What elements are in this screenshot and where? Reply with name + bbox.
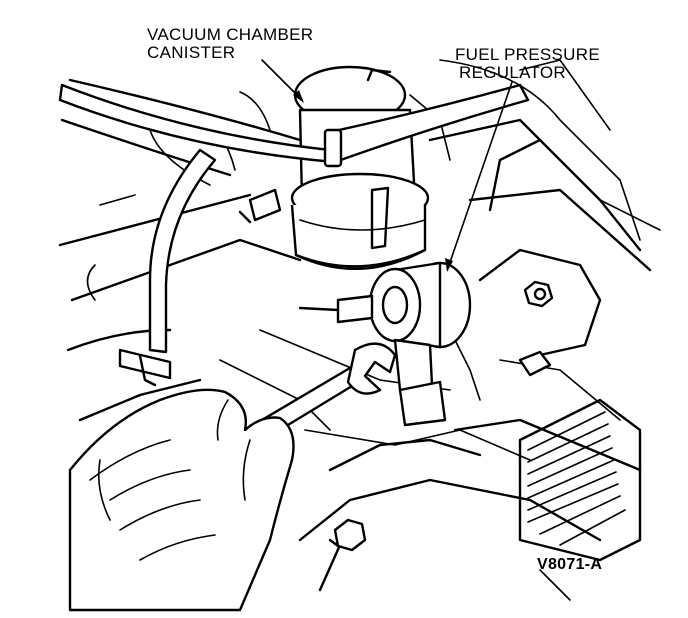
fuel-label-line1: FUEL PRESSURE: [455, 45, 600, 64]
vacuum-label-line2: CANISTER: [147, 43, 236, 62]
ribbed-cylinder: [518, 398, 642, 562]
figure-code-label: V8071-A: [537, 556, 603, 573]
hose-clamp: [118, 348, 172, 387]
vacuum-chamber-canister-label: VACUUM CHAMBER CANISTER: [147, 26, 313, 62]
fuel-pressure-regulator: [298, 261, 472, 427]
vacuum-hose: [58, 83, 530, 354]
vacuum-label-line1: VACUUM CHAMBER: [147, 25, 314, 44]
fuel-pressure-regulator-label: FUEL PRESSURE REGULATOR: [455, 46, 600, 82]
leader-lines: [261, 59, 513, 272]
fuel-label-line2: REGULATOR: [459, 63, 566, 82]
hand: [68, 388, 295, 612]
vacuum-chamber-canister: [290, 65, 430, 270]
bolts: [238, 188, 554, 552]
